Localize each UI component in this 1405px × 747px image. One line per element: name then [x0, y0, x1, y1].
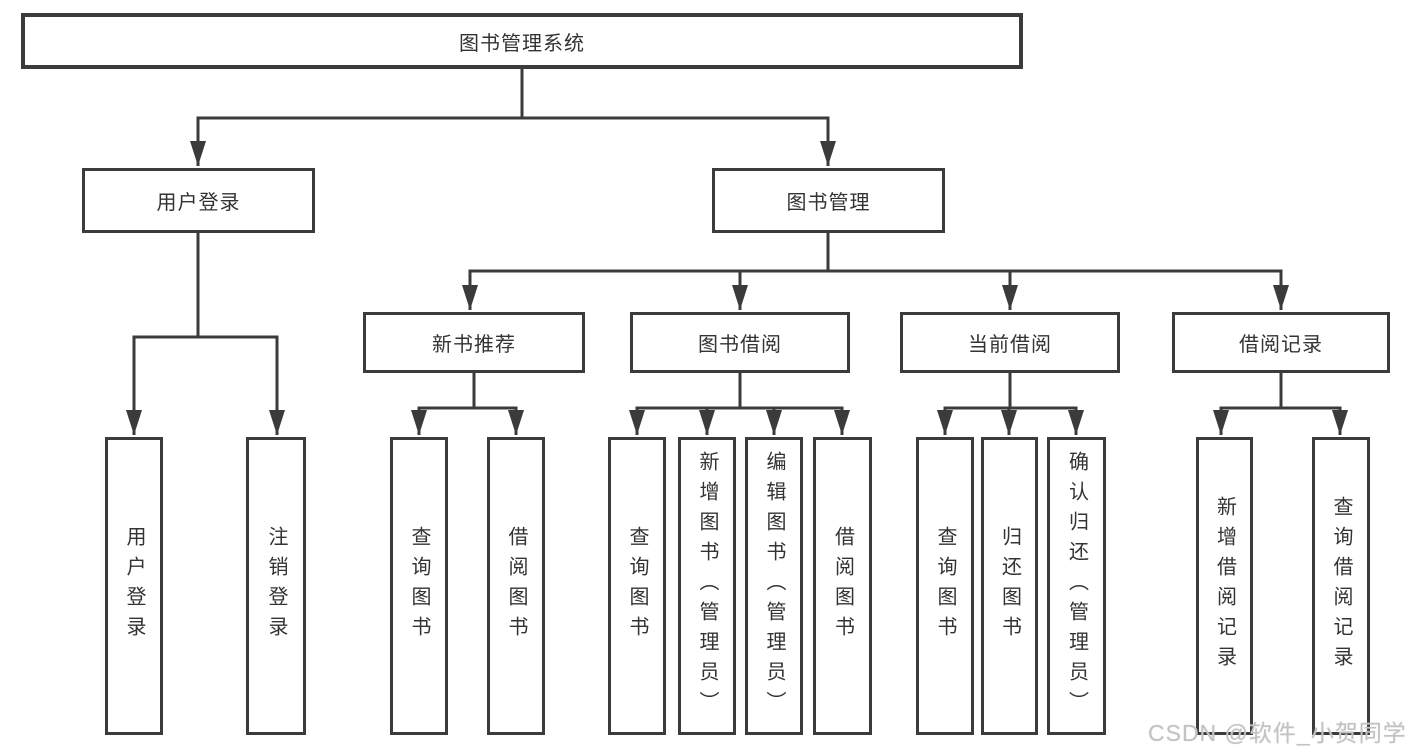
leaf-edit-books-admin: 编辑图书（管理员）	[745, 437, 803, 735]
node-new-book-recommend: 新书推荐	[363, 312, 585, 373]
leaf-label: 用户登录	[123, 526, 145, 646]
leaf-query-books-borrow: 查询图书	[608, 437, 666, 735]
leaf-borrow-books-recommend: 借阅图书	[487, 437, 545, 735]
leaf-query-books-recommend: 查询图书	[390, 437, 448, 735]
leaf-label: 注销登录	[265, 526, 287, 646]
leaf-label: 编辑图书（管理员）	[763, 451, 785, 721]
leaf-user-login: 用户登录	[105, 437, 163, 735]
leaf-label: 确认归还（管理员）	[1065, 451, 1088, 721]
node-book-management: 图书管理	[712, 168, 945, 233]
leaf-query-borrow-record: 查询借阅记录	[1312, 437, 1370, 735]
leaf-add-books-admin: 新增图书（管理员）	[678, 437, 736, 735]
leaf-label: 查询图书	[934, 526, 956, 646]
leaf-return-books: 归还图书	[981, 437, 1038, 735]
leaf-label: 新增图书（管理员）	[696, 451, 718, 721]
node-book-borrowing: 图书借阅	[630, 312, 850, 373]
leaf-label: 查询图书	[408, 526, 430, 646]
csdn-watermark: CSDN @软件_小贺同学	[1148, 720, 1405, 746]
node-borrowing-records: 借阅记录	[1172, 312, 1390, 373]
leaf-label: 查询借阅记录	[1330, 496, 1352, 676]
leaf-confirm-return-admin: 确认归还（管理员）	[1047, 437, 1106, 735]
leaf-add-borrow-record: 新增借阅记录	[1196, 437, 1253, 735]
leaf-label: 查询图书	[626, 526, 648, 646]
leaf-query-books-current: 查询图书	[916, 437, 974, 735]
node-user-login: 用户登录	[82, 168, 315, 233]
leaf-label: 归还图书	[998, 526, 1021, 646]
leaf-label: 借阅图书	[505, 526, 527, 646]
leaf-label: 借阅图书	[831, 526, 854, 646]
leaf-borrow-books: 借阅图书	[813, 437, 872, 735]
leaf-label: 新增借阅记录	[1213, 496, 1236, 676]
leaf-logout: 注销登录	[246, 437, 306, 735]
node-library-management-system: 图书管理系统	[21, 13, 1023, 69]
node-current-borrowing: 当前借阅	[900, 312, 1120, 373]
